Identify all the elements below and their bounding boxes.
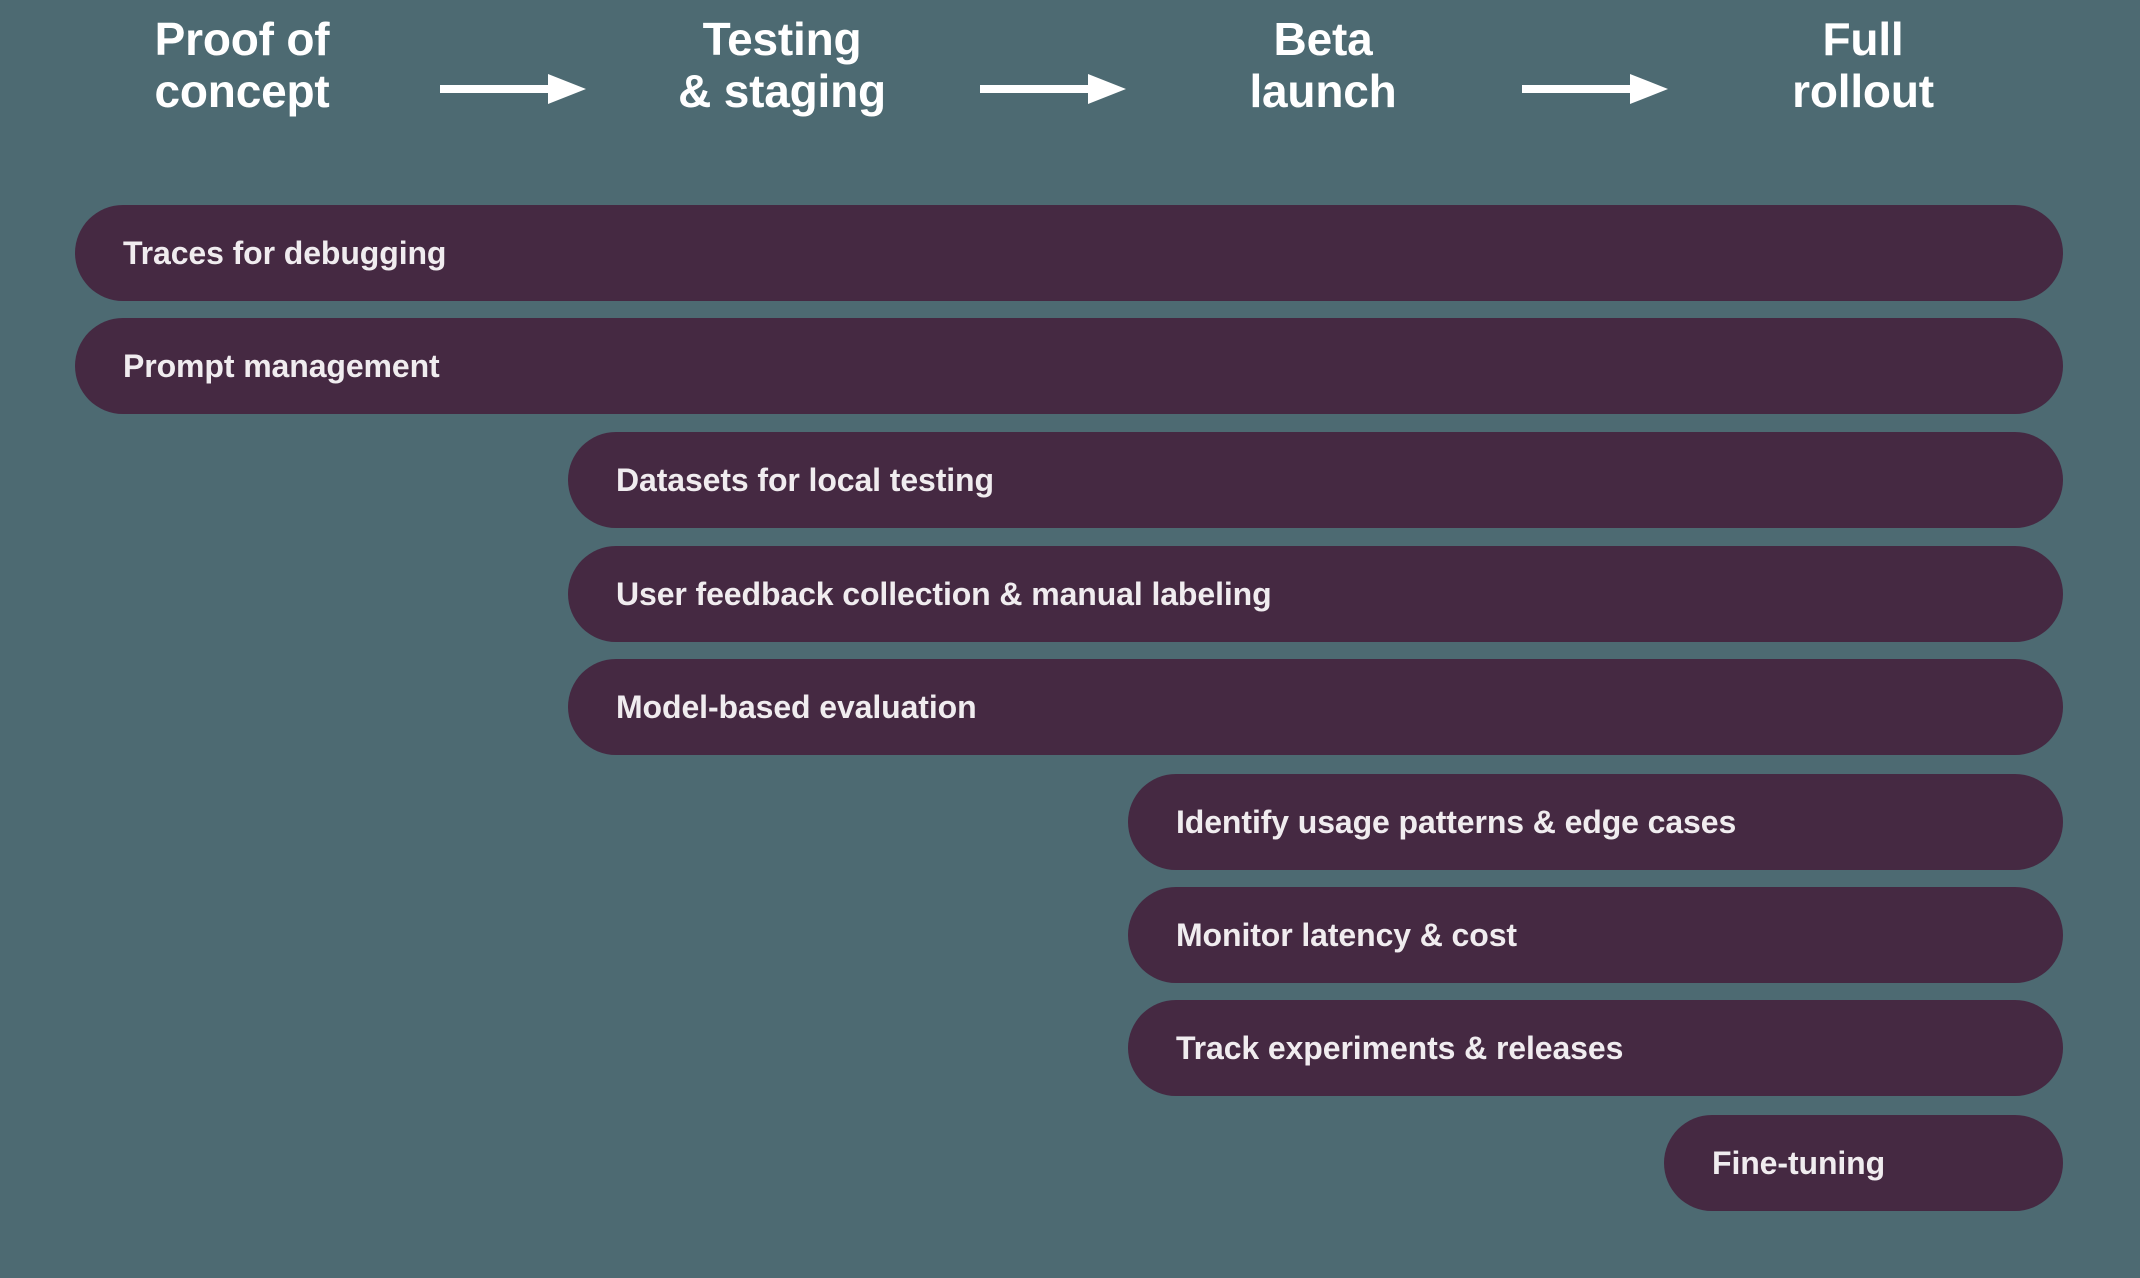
capability-bar[interactable]: Datasets for local testing: [568, 432, 2063, 528]
stage-label-line2: rollout: [1792, 64, 1934, 117]
stage-label-testing-and-staging: Testing & staging: [572, 13, 992, 118]
capability-bar[interactable]: Monitor latency & cost: [1128, 887, 2063, 983]
stage-label-line1: Full: [1822, 13, 1904, 65]
stage-label-beta-launch: Beta launch: [1113, 13, 1533, 118]
capability-bar[interactable]: Identify usage patterns & edge cases: [1128, 774, 2063, 870]
stage-label-proof-of-concept: Proof of concept: [32, 13, 452, 118]
arrow-right-icon-3: [1522, 74, 1668, 104]
arrow-right-icon-1: [440, 74, 586, 104]
capability-bar[interactable]: Traces for debugging: [75, 205, 2063, 301]
arrow-right-icon-2: [980, 74, 1126, 104]
capability-bar-label: Track experiments & releases: [1176, 1030, 1624, 1066]
capability-bar-label: Fine-tuning: [1712, 1145, 1886, 1181]
capability-bar-label: Traces for debugging: [123, 235, 447, 271]
stage-label-line2: launch: [1249, 64, 1397, 117]
capability-bar[interactable]: User feedback collection & manual labeli…: [568, 546, 2063, 642]
stage-timeline: Proof of concept Testing & staging Beta …: [0, 0, 2140, 175]
stage-label-line2: concept: [154, 64, 330, 117]
capability-bar[interactable]: Prompt management: [75, 318, 2063, 414]
stage-label-line1: Testing: [702, 13, 862, 65]
capability-bar[interactable]: Track experiments & releases: [1128, 1000, 2063, 1096]
stage-label-line1: Beta: [1273, 13, 1373, 65]
capability-bar[interactable]: Fine-tuning: [1664, 1115, 2063, 1211]
stage-label-line2: & staging: [678, 64, 886, 117]
capability-bar-label: Monitor latency & cost: [1176, 917, 1517, 953]
stage-label-line1: Proof of: [154, 13, 330, 65]
capability-bar-label: Prompt management: [123, 348, 440, 384]
capability-bar-label: Model-based evaluation: [616, 689, 977, 725]
capability-bar-label: Datasets for local testing: [616, 462, 994, 498]
capability-bar-label: User feedback collection & manual labeli…: [616, 576, 1272, 612]
capability-bar-label: Identify usage patterns & edge cases: [1176, 804, 1737, 840]
capability-bar[interactable]: Model-based evaluation: [568, 659, 2063, 755]
stage-label-full-rollout: Full rollout: [1653, 13, 2073, 118]
